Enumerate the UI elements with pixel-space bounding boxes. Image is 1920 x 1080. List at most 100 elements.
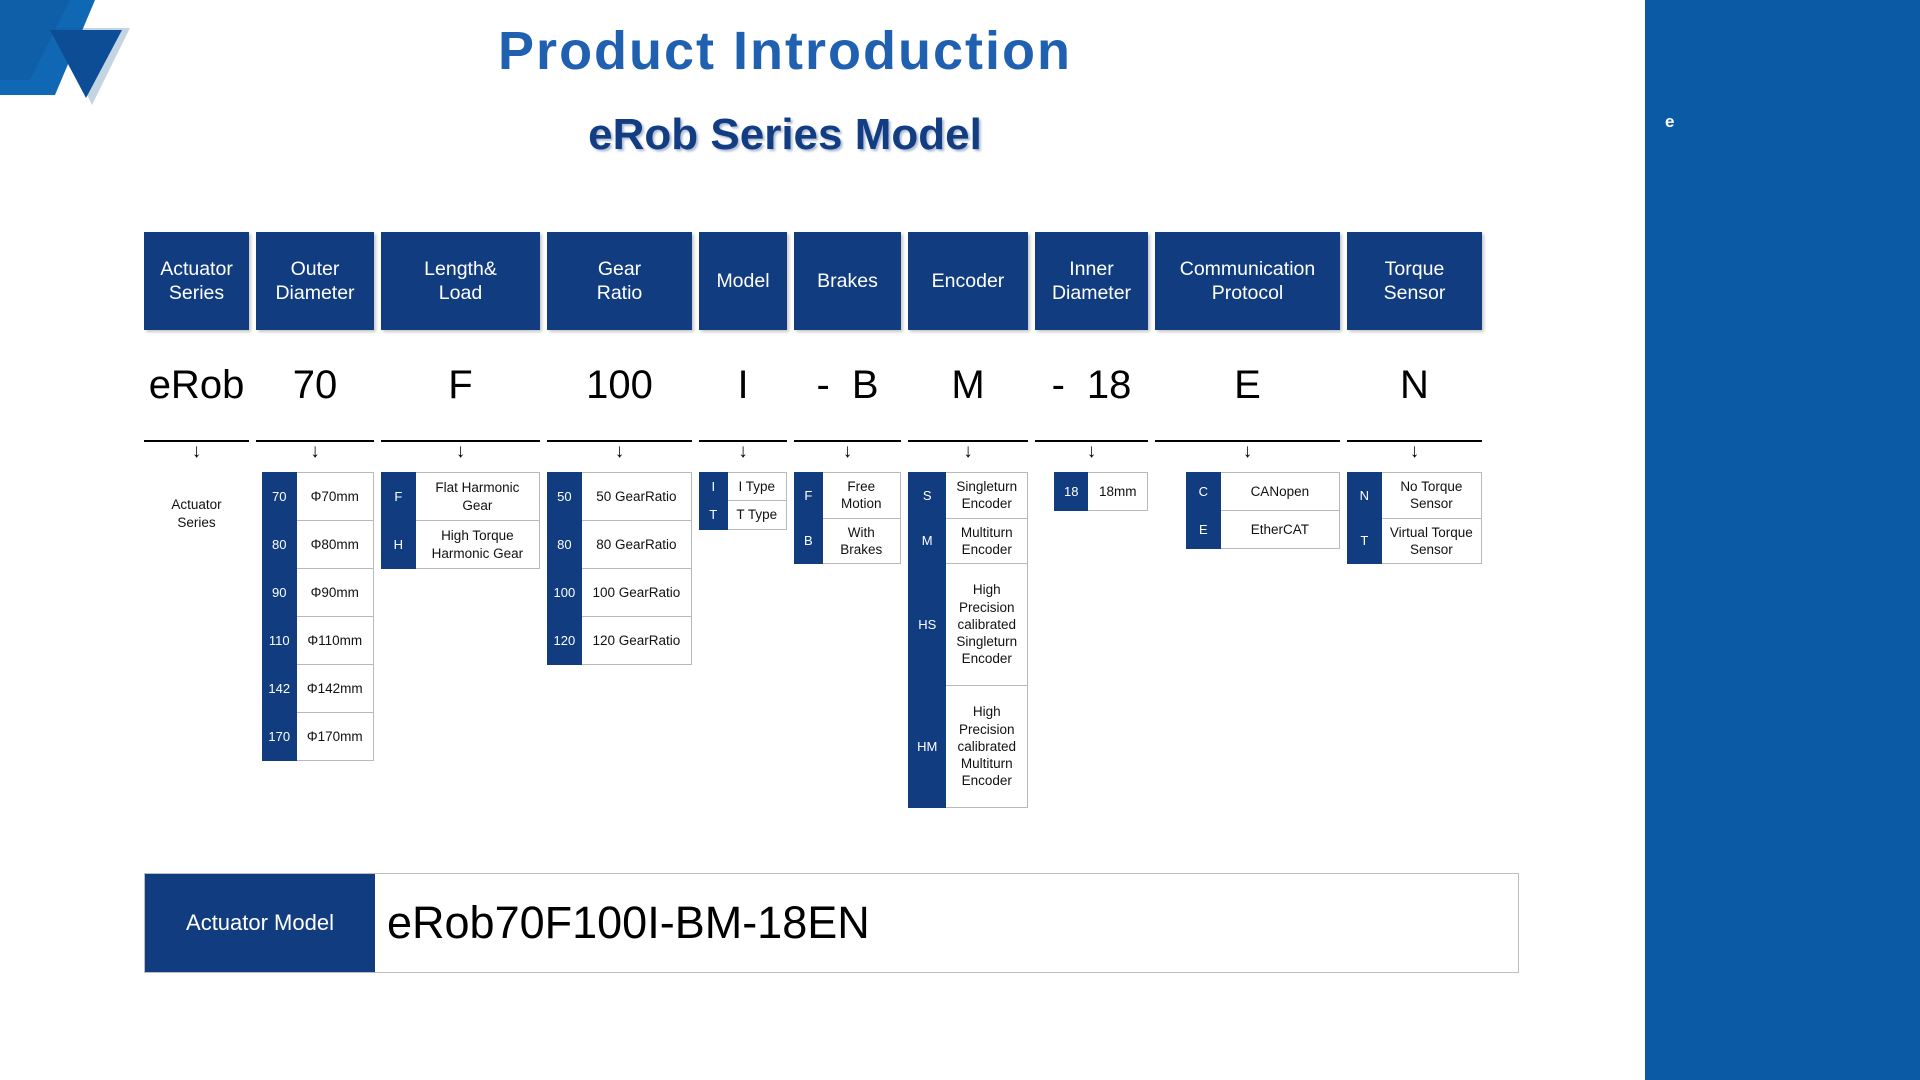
legend-value: Virtual Torque Sensor xyxy=(1380,517,1483,565)
down-arrow-icon: ↓ xyxy=(455,441,466,462)
column-divider xyxy=(1035,440,1148,442)
actuator-model-label: Actuator Model xyxy=(145,874,375,972)
legend-key: F xyxy=(381,472,416,521)
actuator-model-value: eRob70F100I-BM-18EN xyxy=(387,897,870,948)
code-text: E xyxy=(1234,362,1261,407)
column-header-line2: Ratio xyxy=(596,282,643,304)
legend-key: E xyxy=(1186,510,1221,549)
column-header[interactable]: Brakes xyxy=(794,232,901,330)
legend-key: 170 xyxy=(262,712,297,761)
column-code-value: F xyxy=(381,330,540,440)
column-header[interactable]: Length&Load xyxy=(381,232,540,330)
column-header-line2: Series xyxy=(168,282,225,304)
page-title: Product Introduction xyxy=(498,21,1072,81)
code-text: B xyxy=(851,362,879,407)
legend-key: 18 xyxy=(1053,472,1089,511)
legend-value: CANopen xyxy=(1219,472,1341,511)
legend-key: 142 xyxy=(262,664,297,713)
legend-value: High Precision calibrated Multiturn Enco… xyxy=(945,685,1028,809)
legend-key: 80 xyxy=(547,520,582,569)
down-arrow-icon: ↓ xyxy=(738,441,748,462)
legend-key: 80 xyxy=(262,520,297,569)
legend-value: Φ90mm xyxy=(295,568,375,617)
column-divider xyxy=(794,440,901,442)
legend-key: 100 xyxy=(547,568,582,617)
legend-key: S xyxy=(907,472,947,519)
column-code-value: M xyxy=(908,330,1028,440)
legend-key: 120 xyxy=(547,616,582,665)
actuator-model-bar: Actuator Model eRob70F100I-BM-18EN xyxy=(144,873,1519,973)
legend-key: 70 xyxy=(262,472,297,521)
down-arrow-icon: ↓ xyxy=(1409,441,1420,462)
code-text: F xyxy=(448,362,473,407)
legend-value: High Precision calibrated Singleturn Enc… xyxy=(945,563,1028,687)
legend-value: Singleturn Encoder xyxy=(945,472,1028,519)
legend-key: T xyxy=(1347,517,1382,565)
code-text: 18 xyxy=(1086,362,1132,407)
legend-value: Φ142mm xyxy=(295,664,375,713)
legend-key: H xyxy=(381,520,416,569)
down-arrow-icon: ↓ xyxy=(963,441,973,462)
code-separator: - xyxy=(1051,362,1065,407)
panel-e-mark: e xyxy=(1665,112,1675,131)
code-text: 70 xyxy=(292,362,338,407)
column-header[interactable]: Model xyxy=(699,232,787,330)
column-code-value: -18 xyxy=(1035,330,1148,440)
column-header-line1: Torque xyxy=(1384,257,1445,280)
column-header-line2: Load xyxy=(438,282,483,304)
legend-value: I Type xyxy=(726,471,788,502)
column-divider xyxy=(1155,440,1340,442)
code-text: M xyxy=(951,362,985,407)
legend-value: Flat Harmonic Gear xyxy=(414,472,541,521)
column-code-value: E xyxy=(1155,330,1340,440)
legend-key: 50 xyxy=(547,472,582,521)
column-code-value: eRob xyxy=(144,330,249,440)
column-header[interactable]: Encoder xyxy=(908,232,1028,330)
down-arrow-icon: ↓ xyxy=(614,441,625,462)
column-header-line1: Encoder xyxy=(931,269,1005,292)
